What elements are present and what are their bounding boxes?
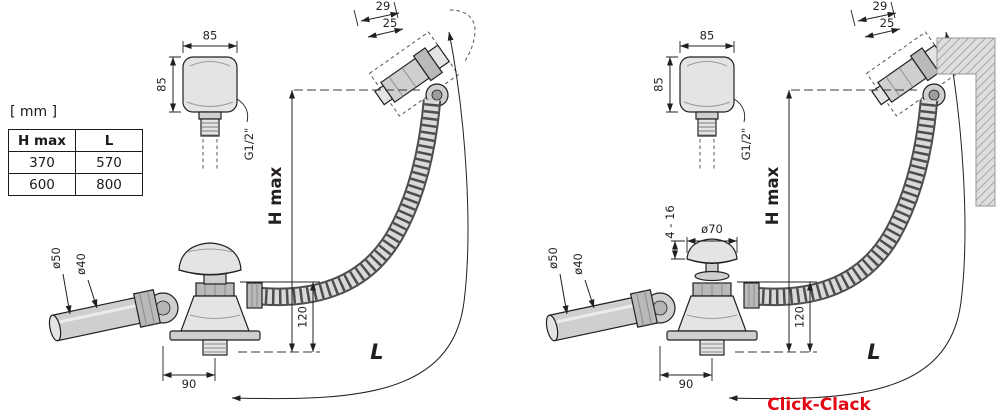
table-header-hmax: H max [8,129,76,152]
table-cell-hmax-1: 370 [8,151,76,174]
drawing-left-extras [178,9,476,285]
units-label: [ mm ] [10,104,58,120]
dim-label-d70: ø70 [701,222,723,236]
drawing-right-extras: ø70 4 - 16 Click-Clack [663,37,996,415]
dimension-table-panel: [ mm ] H max L 370 570 600 800 [8,104,143,196]
rim-hook-outline [449,9,476,64]
table-header-l: L [75,129,143,152]
table-cell-l-2: 800 [75,173,143,196]
dim-label-plug-travel: 4 - 16 [663,205,677,238]
table-row: 370 570 [8,151,143,174]
dim-plug-diameter: ø70 [686,222,738,253]
dimension-table: H max L 370 570 600 800 [8,129,143,196]
table-row: 600 800 [8,173,143,196]
drawing-left [47,0,468,399]
click-clack-caption: Click-Clack [767,395,871,415]
plug-cap [178,242,242,276]
clickclack-plate [694,270,730,282]
clickclack-cap [686,238,738,264]
table-header-row: H max L [8,129,143,152]
dim-plug-travel: 4 - 16 [663,205,685,260]
tub-wall-section [936,37,996,207]
table-cell-hmax-2: 600 [8,173,76,196]
table-cell-l-1: 570 [75,151,143,174]
drawing-right [544,0,965,399]
